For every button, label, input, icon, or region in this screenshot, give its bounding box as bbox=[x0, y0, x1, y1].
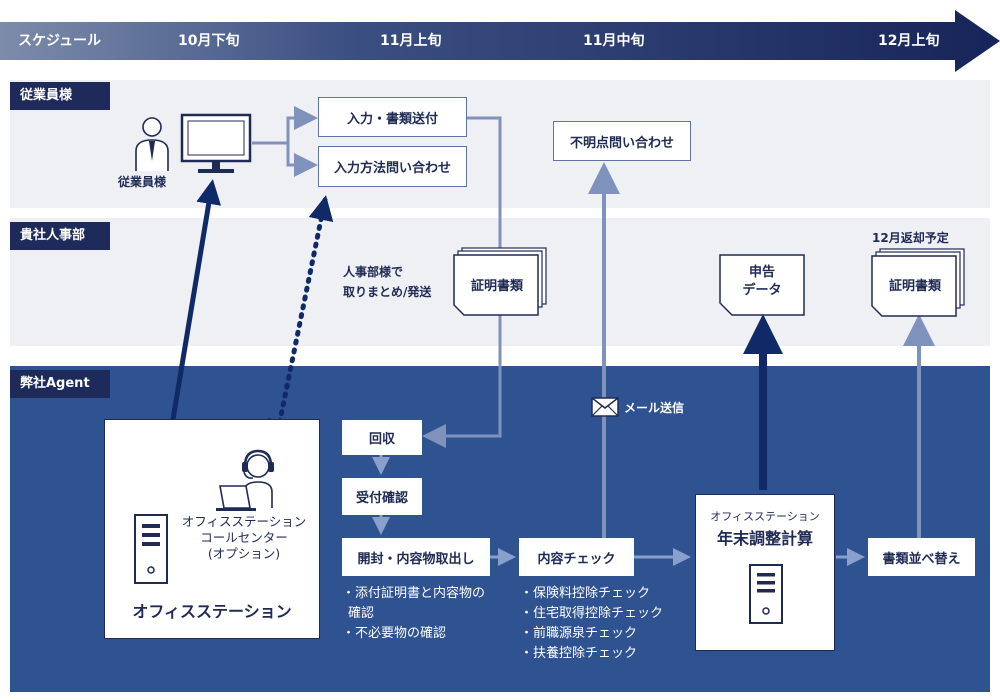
declaration-label-line2: データ bbox=[742, 283, 782, 298]
period-late-oct: 10月下旬 bbox=[178, 33, 240, 49]
hr-collect-note-line2: 取りまとめ/発送 bbox=[343, 285, 432, 299]
monitor-icon bbox=[180, 113, 252, 173]
cert-docs-stack-icon bbox=[453, 247, 547, 316]
office-station-title: オフィスステーション bbox=[132, 602, 292, 621]
lane-label-agent: 弊社Agent bbox=[10, 370, 110, 398]
period-mid-nov: 11月中旬 bbox=[583, 33, 645, 49]
declaration-label-line1: 申告 bbox=[748, 265, 775, 280]
lane-label-employee: 従業員様 bbox=[10, 82, 110, 110]
declaration-doc-icon bbox=[719, 254, 805, 316]
timeline-arrow bbox=[0, 10, 1000, 72]
cert-docs-label: 証明書類 bbox=[470, 278, 523, 294]
sort-docs-box: 書類並べ替え bbox=[868, 538, 975, 576]
open-note-2: 確認 bbox=[348, 606, 375, 621]
input-inquiry-box: 入力方法問い合わせ bbox=[318, 146, 467, 187]
operator-headset-icon bbox=[216, 449, 274, 511]
server-icon bbox=[134, 514, 168, 584]
year-end-calc-title: 年末調整計算 bbox=[716, 529, 813, 548]
mail-send-label: メール送信 bbox=[624, 401, 685, 415]
hr-collect-note-line1: 人事部様で bbox=[343, 265, 404, 279]
year-end-server-icon bbox=[749, 564, 783, 624]
collect-box: 回収 bbox=[342, 420, 422, 455]
callcenter-line1: オフィスステーション bbox=[181, 514, 307, 529]
open-take-out-box: 開封・内容物取出し bbox=[342, 538, 490, 576]
content-note-3: ・前職源泉チェック bbox=[520, 626, 638, 641]
return-schedule-label: 12月返却予定 bbox=[872, 231, 949, 245]
open-note-1: ・添付証明書と内容物の bbox=[342, 586, 486, 601]
returned-docs-label: 証明書類 bbox=[888, 278, 941, 294]
period-early-nov: 11月上旬 bbox=[380, 33, 442, 49]
content-note-4: ・扶養控除チェック bbox=[520, 646, 638, 661]
person-icon bbox=[135, 117, 169, 171]
returned-docs-stack-icon bbox=[871, 248, 965, 317]
receipt-confirm-box: 受付確認 bbox=[342, 478, 422, 515]
content-note-1: ・保険料控除チェック bbox=[520, 586, 651, 601]
period-early-dec: 12月上旬 bbox=[878, 33, 940, 49]
lane-label-hr: 貴社人事部 bbox=[10, 222, 110, 250]
year-end-small-title: オフィスステーション bbox=[710, 510, 820, 523]
content-note-2: ・住宅取得控除チェック bbox=[520, 606, 664, 621]
mail-icon bbox=[591, 397, 619, 417]
input-submit-box: 入力・書類送付 bbox=[318, 97, 467, 137]
callcenter-line3: (オプション) bbox=[207, 546, 281, 561]
schedule-label: スケジュール bbox=[18, 33, 102, 49]
person-label: 従業員様 bbox=[118, 175, 167, 189]
content-check-box: 内容チェック bbox=[519, 538, 634, 576]
callcenter-line2: コールセンター bbox=[200, 530, 288, 545]
unclear-inquiry-box: 不明点問い合わせ bbox=[553, 121, 691, 161]
open-note-3: ・不必要物の確認 bbox=[342, 626, 447, 641]
